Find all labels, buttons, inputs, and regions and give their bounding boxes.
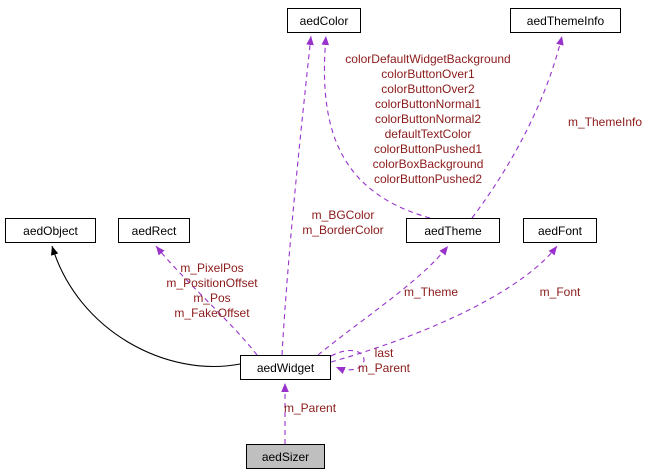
edge-aedtheme-to-aedthemeinfo: [471, 35, 564, 219]
node-aedsizer-current: aedSizer: [246, 444, 325, 469]
edge-aedtheme-to-aedcolor: [321, 35, 431, 219]
node-aedfont[interactable]: aedFont: [523, 218, 597, 243]
edge-aedwidget-to-aedtheme: [317, 245, 449, 356]
node-aedrect[interactable]: aedRect: [118, 218, 190, 243]
edge-label-pixelpos-group: m_PixelPos m_PositionOffset m_Pos m_Fake…: [166, 261, 258, 320]
edge-aedwidget-self-loop: [330, 349, 365, 375]
edge-label-m-font: m_Font: [539, 285, 581, 299]
edge-label-theme-color-members: colorDefaultWidgetBackground colorButton…: [345, 52, 511, 186]
edge-aedwidget-to-aedobject-inheritance: [50, 245, 241, 368]
edge-aedwidget-to-aedrect: [155, 245, 258, 356]
edge-aedwidget-to-aedcolor: [281, 35, 314, 356]
edge-label-m-theme: m_Theme: [403, 285, 459, 299]
edge-aedwidget-to-aedfont: [330, 245, 558, 363]
edge-label-m-themeinfo: m_ThemeInfo: [568, 115, 643, 129]
node-aedthemeinfo[interactable]: aedThemeInfo: [510, 8, 621, 33]
edge-label-bgcolor-bordercolor: m_BGColor m_BorderColor: [302, 208, 384, 237]
edge-label-last-m-parent: last m_Parent: [357, 346, 411, 375]
node-aedtheme[interactable]: aedTheme: [406, 218, 500, 243]
edge-label-m-parent: m_Parent: [284, 401, 337, 415]
node-aedobject[interactable]: aedObject: [5, 218, 96, 243]
node-aedcolor[interactable]: aedColor: [287, 8, 361, 33]
node-aedwidget[interactable]: aedWidget: [240, 355, 331, 380]
